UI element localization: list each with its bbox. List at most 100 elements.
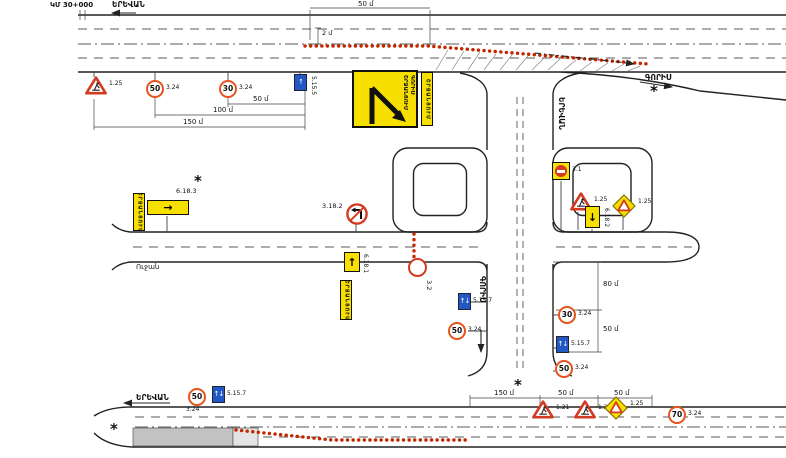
warning-triangle-icon bbox=[85, 76, 107, 95]
roadworks-warning-sign-3: 1.25 bbox=[574, 400, 611, 423]
dimension-lines bbox=[93, 7, 653, 407]
code-6-18-3: 6.18.3 bbox=[176, 187, 197, 195]
sign-face: 30 bbox=[558, 306, 576, 324]
dim-150-b: 150 մ bbox=[494, 389, 515, 397]
sign-code-label: 3.24 bbox=[166, 84, 180, 91]
right-road-edge bbox=[563, 231, 700, 263]
dim-100: 100 մ bbox=[213, 106, 234, 114]
sign-code-label: 3.1 bbox=[572, 166, 582, 173]
sign-code-label: 3.24 bbox=[688, 410, 702, 417]
detour-direction-sign: → bbox=[147, 200, 189, 215]
roadworks-diamond-sign-2: 1.25 bbox=[604, 396, 643, 424]
detour-straight-sign: ↑ bbox=[344, 252, 360, 272]
direction-arrows bbox=[111, 9, 673, 407]
sign-code-label: 3.24 bbox=[468, 326, 482, 333]
side-road-name: Ուջան bbox=[136, 263, 160, 271]
sign-face: 30 bbox=[219, 80, 237, 98]
bottom-road-edges bbox=[93, 406, 786, 448]
sign-code-label: 5.15.7 bbox=[571, 340, 591, 347]
sign-face bbox=[552, 162, 570, 180]
asterisk-vroad: * bbox=[514, 376, 522, 394]
sign-code-label: 5.15.7 bbox=[473, 297, 493, 304]
detour-board-center: ՇՐՋԱՆՑՈՒՄ bbox=[340, 280, 352, 320]
sign-code-label: 1.25 bbox=[109, 80, 123, 87]
detour-route-icon bbox=[369, 86, 406, 124]
board-text: ՇՐՋԱՆՑՈՒՄ bbox=[424, 78, 431, 120]
bottom-road-lane-lines bbox=[135, 416, 786, 438]
side-road-edges bbox=[111, 223, 477, 271]
sign-face bbox=[408, 258, 427, 277]
dest-goris-top: ԳՈՐԻՍ bbox=[645, 73, 672, 82]
no-left-turn-icon bbox=[346, 203, 368, 225]
no-entry-icon bbox=[555, 165, 567, 177]
detour-down-sign: ↓6.18.2 bbox=[585, 206, 610, 228]
roadworks-warning-sign-2: 1.25 bbox=[570, 192, 607, 215]
sign-code-label: 6.18.2 bbox=[603, 208, 610, 228]
sign-face: 50 bbox=[188, 388, 206, 406]
sign-face: ՇՐՋԱՆՑՈՒՄ bbox=[340, 280, 352, 320]
roadworks-diamond-sign: 1.25 bbox=[612, 194, 651, 222]
sign-face: 50 bbox=[146, 80, 164, 98]
no-left-turn-sign bbox=[346, 203, 368, 229]
lane-sign-5157-c: ↑↓5.15.7 bbox=[212, 386, 246, 403]
hatch-lines bbox=[435, 49, 641, 72]
detour-arrow-icon: ↓ bbox=[585, 206, 600, 228]
interchange bbox=[111, 72, 700, 377]
sign-code-label: 1.25 bbox=[630, 400, 644, 407]
cone-line-top bbox=[303, 44, 650, 66]
lane-arrows-icon: ↑↓ bbox=[556, 336, 569, 353]
sign-code-label: 1.21 bbox=[556, 404, 570, 411]
dim-50-a: 50 մ bbox=[253, 95, 269, 103]
asterisk-bottom: * bbox=[110, 420, 118, 438]
lane-sign-5157: ↑↓5.15.7 bbox=[556, 336, 590, 353]
km-post-ticks bbox=[79, 10, 86, 20]
code-3-18-2: 3.18.2 bbox=[322, 202, 343, 210]
bottom-road bbox=[93, 406, 786, 448]
sign-code-label: 3.24 bbox=[575, 364, 589, 371]
warning-triangle-icon bbox=[532, 400, 554, 419]
detour-arrow-icon: → bbox=[147, 200, 189, 215]
dim-2m: 2 մ bbox=[322, 29, 333, 37]
detour-info-board: ՇՐՋԱՆՑՈՒՄ bbox=[421, 72, 433, 126]
dest-yerevan-bottom: ԵՐԵՎԱՆ bbox=[136, 393, 169, 402]
warning-sign-121: 1.21 bbox=[532, 400, 569, 423]
warning-triangle-icon bbox=[574, 400, 596, 419]
sign-post-lines bbox=[93, 72, 624, 372]
detour-arrow-icon: ↑ bbox=[344, 252, 360, 272]
dest-yerevan-top: ԵՐԵՎԱՆ bbox=[112, 0, 145, 9]
warning-triangle-icon bbox=[570, 192, 592, 211]
sign-face: ՇՐՋԱՆՑՈՒՄ bbox=[133, 193, 145, 231]
board-text: ՇՐՋԱՆՑՈՒՄ bbox=[343, 280, 350, 320]
lane-sign-5157-b: ↑↓5.15.7 bbox=[458, 293, 492, 310]
sign-code-label: 1.25 bbox=[638, 198, 652, 205]
cone-line-bottom bbox=[234, 428, 472, 442]
sign-face: ՇՐՋԱՆՑՈՒՄ bbox=[421, 72, 433, 126]
dim-50-b: 50 մ bbox=[603, 325, 619, 333]
dim-50-c: 50 մ bbox=[558, 389, 574, 397]
dim-80: 80 մ bbox=[603, 280, 619, 288]
ramp-loop-right-island bbox=[572, 162, 632, 217]
goris-ramp-arrow bbox=[639, 81, 673, 90]
roadworks-warning-sign: 1.25 bbox=[85, 76, 122, 99]
asterisk-mid: * bbox=[194, 172, 202, 190]
sign-code-label: 3.24 bbox=[239, 84, 253, 91]
lane-arrows-icon: ↑ bbox=[294, 74, 307, 91]
road-closed-sign bbox=[408, 258, 427, 277]
top-road-lane-lines bbox=[78, 28, 786, 59]
dim-50-d: 50 մ bbox=[614, 389, 630, 397]
roadworks-diamond-icon bbox=[612, 194, 636, 218]
lane-arrows-icon: ↑↓ bbox=[458, 293, 471, 310]
sign-code-label: 3.24 bbox=[578, 310, 592, 317]
closed-area-hatch bbox=[435, 49, 641, 72]
sign-face: 50 bbox=[555, 360, 573, 378]
sign-face: 50 bbox=[448, 322, 466, 340]
lane-arrows-icon: ↑↓ bbox=[212, 386, 225, 403]
